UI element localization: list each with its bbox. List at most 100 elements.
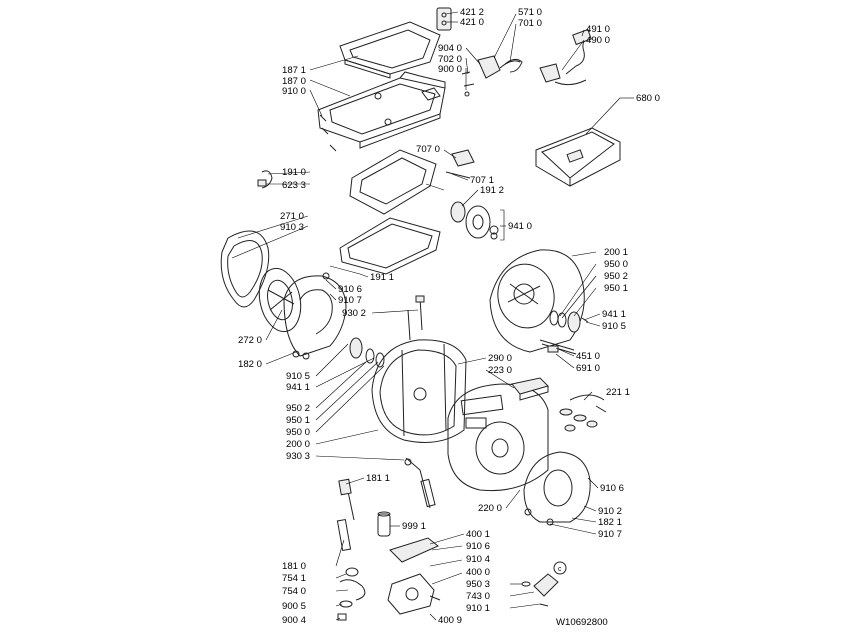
dispenser-223 — [511, 377, 549, 401]
shock-181-1 — [336, 478, 355, 552]
callout: 187 1 — [282, 65, 306, 76]
rear-panel-680 — [535, 127, 621, 187]
callout: 950 2 — [604, 271, 628, 282]
callout: 191 0 — [282, 167, 306, 178]
callout: 421 2 — [460, 7, 484, 18]
callout: 271 0 — [280, 211, 304, 222]
callout: 707 0 — [416, 144, 440, 155]
pump-400 — [387, 537, 441, 615]
tub-220-0 — [447, 383, 549, 492]
leader-lines — [231, 11, 634, 621]
callout: 701 0 — [518, 18, 542, 29]
lid-tray — [339, 21, 441, 79]
callout: 200 1 — [604, 247, 628, 258]
callout: 754 0 — [282, 586, 306, 597]
shaft-930-2 — [407, 295, 425, 341]
marker-label: c — [558, 566, 562, 573]
callout: 910 4 — [466, 554, 491, 565]
parts-artwork — [220, 7, 621, 621]
callout: 754 1 — [282, 573, 306, 584]
callout: 950 3 — [466, 579, 490, 590]
callout: 200 0 — [286, 439, 310, 450]
bearing-left — [349, 337, 385, 368]
callout: 702 0 — [438, 54, 462, 65]
callout-labels: 421 2 421 0 571 0 701 0 491 0 490 0 904 … — [238, 7, 660, 628]
callout: 691 0 — [576, 363, 600, 374]
callout: 272 0 — [238, 335, 262, 346]
callout: 680 0 — [636, 93, 660, 104]
callout: 910 6 — [466, 541, 490, 552]
switch-421 — [436, 7, 452, 31]
callout: 930 3 — [286, 451, 310, 462]
callout: 181 0 — [282, 561, 306, 572]
callout: 941 1 — [602, 309, 626, 320]
callout: 707 1 — [470, 175, 494, 186]
callout: 910 0 — [282, 86, 306, 97]
callout: 910 1 — [466, 603, 490, 614]
filter-999-1 — [377, 511, 391, 537]
valve-743 — [521, 561, 567, 607]
pressure-switch-701 — [477, 55, 523, 79]
callout: 400 0 — [466, 567, 490, 578]
callout: 421 0 — [460, 17, 484, 28]
callout: 223 0 — [488, 365, 512, 376]
callout: 182 0 — [238, 359, 262, 370]
callout: 451 0 — [576, 351, 600, 362]
clip-623-3 — [257, 170, 273, 189]
callout: 400 1 — [466, 529, 490, 540]
callout: 900 4 — [282, 615, 307, 626]
hose-754 — [337, 567, 366, 621]
callout: 950 0 — [286, 427, 310, 438]
callout: 910 5 — [602, 321, 626, 332]
shock-181-0 — [419, 469, 436, 509]
callout: 221 1 — [606, 387, 630, 398]
callout: 191 1 — [370, 272, 394, 283]
callout: 623 3 — [282, 180, 306, 191]
drawing-code: W10692800 — [556, 617, 608, 628]
door-ring-272 — [258, 267, 302, 333]
door-271 — [220, 230, 270, 308]
callout: 950 0 — [604, 259, 628, 270]
callout: 191 2 — [480, 185, 504, 196]
callout: 910 7 — [338, 295, 362, 306]
balance-ring-191-0 — [349, 149, 437, 215]
callout: 930 2 — [342, 308, 366, 319]
screws-910-0 — [319, 114, 337, 152]
callout: 910 7 — [598, 529, 622, 540]
callout: 950 2 — [286, 403, 310, 414]
callout: 187 0 — [282, 76, 306, 87]
callout: 491 0 — [586, 24, 610, 35]
callout: 900 5 — [282, 601, 306, 612]
callout: 999 1 — [402, 521, 426, 532]
callout: 950 1 — [286, 415, 310, 426]
sensor-707 — [445, 149, 475, 179]
callout: 182 1 — [598, 517, 622, 528]
callout: 400 9 — [438, 615, 462, 626]
callout: 743 0 — [466, 591, 490, 602]
gasket-191-1 — [339, 217, 441, 275]
callout: 490 0 — [586, 35, 610, 46]
small-parts-221-1 — [559, 394, 607, 432]
callout: 220 0 — [478, 503, 502, 514]
callout: 571 0 — [518, 7, 542, 18]
callout: 181 1 — [366, 473, 390, 484]
callout: 904 0 — [438, 43, 462, 54]
callout: 910 5 — [286, 371, 310, 382]
drum-200-0 — [371, 339, 467, 443]
callout: 910 2 — [598, 506, 622, 517]
side-plate-182-0 — [283, 272, 347, 360]
pins-702-900 — [461, 71, 475, 97]
shaft-930-3 — [404, 457, 421, 471]
power-cord — [539, 28, 592, 86]
tub-half-200-1 — [489, 249, 585, 353]
callout: 900 0 — [438, 64, 462, 75]
top-frame — [317, 71, 446, 149]
pulley-941-0 — [450, 201, 499, 240]
callout: 910 3 — [280, 222, 304, 233]
callout: 910 6 — [338, 284, 362, 295]
callout: 941 0 — [508, 221, 532, 232]
callout: 950 1 — [604, 283, 628, 294]
side-plate-182-1 — [523, 451, 591, 526]
seals-right — [549, 310, 589, 333]
callout: 910 6 — [600, 483, 624, 494]
